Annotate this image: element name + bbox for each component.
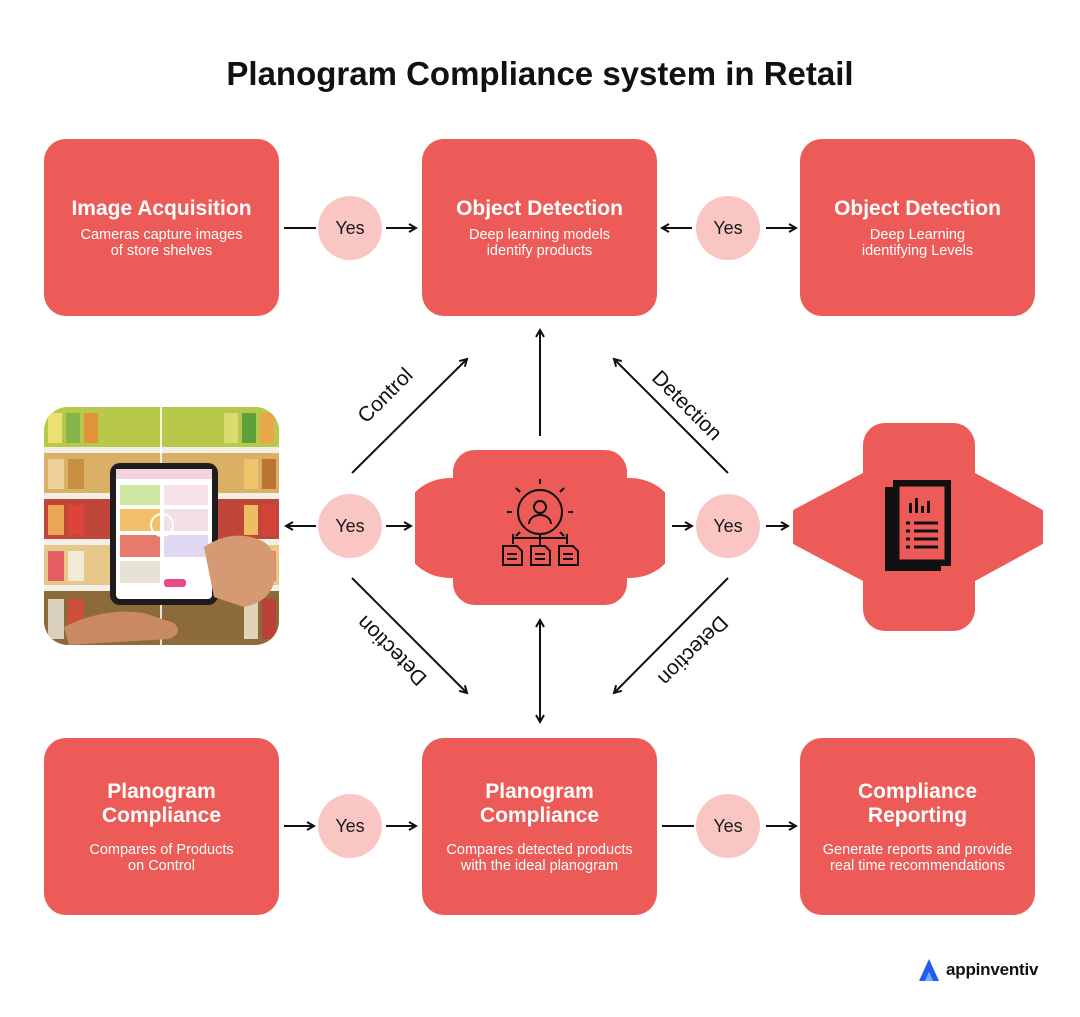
appinventiv-logo: appinventiv xyxy=(916,957,1038,983)
box-planogram-compliance-main: Planogram Compliance Compares detected p… xyxy=(422,738,657,915)
box-compliance-reporting: Compliance Reporting Generate reports an… xyxy=(800,738,1035,915)
box-title: Object Detection xyxy=(456,196,623,220)
box-object-detection-levels: Object Detection Deep Learning identifyi… xyxy=(800,139,1035,316)
yes-circle: Yes xyxy=(696,794,760,858)
arrow-diag-bottom-left xyxy=(351,577,467,693)
yes-circle: Yes xyxy=(696,196,760,260)
box-desc: Deep learning models identify products xyxy=(468,226,611,259)
box-desc: Generate reports and provide real time r… xyxy=(822,841,1013,874)
report-node xyxy=(793,423,1043,631)
report-document-icon xyxy=(885,480,951,571)
box-title: Image Acquisition xyxy=(71,196,252,220)
center-process-node xyxy=(415,450,665,605)
process-gear-person-documents-icon xyxy=(502,479,579,566)
brand-name: appinventiv xyxy=(946,960,1039,979)
box-object-detection-main: Object Detection Deep learning models id… xyxy=(422,139,657,316)
box-image-acquisition: Image Acquisition Cameras capture images… xyxy=(44,139,279,316)
page-title: Planogram Compliance system in Retail xyxy=(226,55,854,92)
arrow-diag-top-left xyxy=(351,359,467,474)
arrow-diag-top-right xyxy=(614,359,729,474)
box-title: Planogram Compliance xyxy=(479,779,600,827)
yes-circle: Yes xyxy=(318,196,382,260)
box-desc: Compares of Products on Control xyxy=(89,841,234,874)
box-planogram-compliance-control: Planogram Compliance Compares of Product… xyxy=(44,738,279,915)
arrow-diag-bottom-right xyxy=(614,577,729,693)
appinventiv-logo-icon xyxy=(919,959,939,981)
box-title: Planogram Compliance xyxy=(101,779,222,827)
yes-circle: Yes xyxy=(318,794,382,858)
store-shelf-tablet-photo xyxy=(44,407,279,645)
box-title: Object Detection xyxy=(834,196,1001,220)
box-desc: Cameras capture images of store shelves xyxy=(80,226,243,259)
box-title: Compliance Reporting xyxy=(857,779,978,827)
yes-circle: Yes xyxy=(696,494,760,558)
box-desc: Compares detected products with the idea… xyxy=(446,841,633,874)
box-desc: Deep Learning identifying Levels xyxy=(861,226,974,259)
yes-circle: Yes xyxy=(318,494,382,558)
